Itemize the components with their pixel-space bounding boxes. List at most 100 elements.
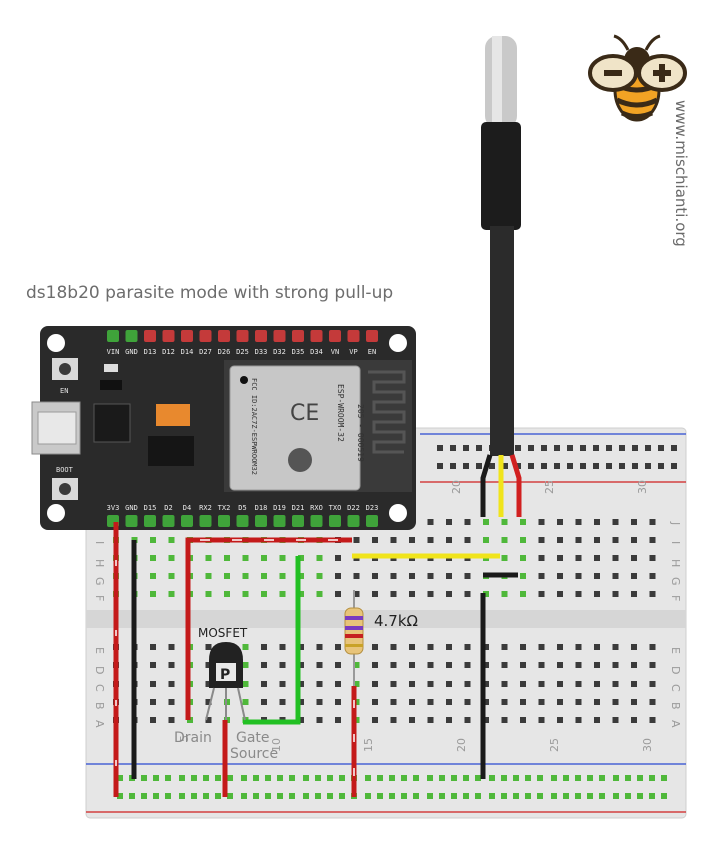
breadboard-hole [476,463,482,469]
breadboard-hole [205,591,212,597]
header-pin [144,330,156,342]
breadboard-hole [427,662,434,668]
breadboard-hole [353,537,360,543]
breadboard-hole [316,681,323,687]
breadboard-hole [631,591,637,597]
breadboard-hole [427,644,434,650]
breadboard-hole [658,445,664,451]
breadboard-hole [279,681,286,687]
breadboard-hole [501,662,508,668]
breadboard-hole [279,573,286,579]
breadboard-hole [501,644,508,650]
breadboard-hole [501,775,507,781]
breadboard-hole [612,717,619,723]
breadboard-hole [612,662,619,668]
breadboard-hole [277,775,283,781]
breadboard-hole [203,793,209,799]
header-pin [125,330,138,342]
breadboard-hole [339,793,345,799]
esp32-board: EN BOOT ESP-WROOM-32 205 - 000519 FCC ID… [31,326,416,530]
pin-label: D23 [366,504,379,512]
breadboard-hole [439,793,445,799]
header-pin [144,515,156,527]
breadboard-hole [205,681,212,687]
breadboard-hole [279,699,286,705]
breadboard-hole [224,573,230,579]
col-number-15: 15 [362,738,375,752]
breadboard-hole [489,775,495,781]
breadboard-hole [520,519,526,525]
breadboard-hole [537,775,543,781]
breadboard-hole [632,445,638,451]
breadboard-hole [141,793,147,799]
breadboard-hole [594,573,600,579]
wire-green-gate [243,556,301,725]
breadboard-hole [261,555,267,561]
breadboard-hole [150,681,156,687]
breadboard-hole [168,662,175,668]
pin-label: RX2 [199,504,212,512]
breadboard-hole [205,717,212,723]
breadboard-hole [227,775,233,781]
breadboard-hole [649,662,656,668]
header-pin [218,515,230,527]
breadboard-hole [528,463,534,469]
breadboard-hole [631,717,637,723]
breadboard-hole [645,445,651,451]
row-letter-g: G [93,577,106,586]
breadboard-hole [335,573,341,579]
breadboard-hole [129,793,135,799]
resistor-label: 4.7kΩ [374,612,418,630]
breadboard-hole [637,793,643,799]
breadboard-hole [649,537,656,543]
header-pin [310,330,323,342]
breadboard-hole [463,463,469,469]
pin-label-source: Source [230,746,278,762]
breadboard-hole [261,662,267,668]
breadboard-hole [463,775,469,781]
breadboard-hole [464,662,471,668]
breadboard-hole [168,681,175,687]
breadboard-hole [520,537,526,543]
diagram-title: ds18b20 parasite mode with strong pull-u… [26,283,394,303]
header-pin [255,330,267,342]
breadboard-hole [594,519,600,525]
breadboard-hole [557,555,563,561]
breadboard-hole [515,463,521,469]
module-name: ESP-WROOM-32 [336,384,345,442]
breadboard-hole [298,555,304,561]
breadboard-hole [215,793,221,799]
breadboard-hole [464,699,471,705]
breadboard-hole [427,591,434,597]
header-pin [181,330,193,342]
breadboard-hole [606,445,612,451]
module-fcc: FCC ID:2AC7Z-ESPWROOM32 [250,378,258,475]
pin-label: RXO [310,504,323,512]
breadboard-hole [437,463,443,469]
breadboard-hole [450,463,456,469]
pin-label: D5 [238,504,246,512]
breadboard-hole [390,717,397,723]
pin-label: D12 [162,348,175,356]
breadboard-hole [409,644,415,650]
breadboard-hole [613,793,619,799]
breadboard-hole [298,591,304,597]
breadboard-hole [409,681,415,687]
breadboard-hole [637,775,643,781]
breadboard-hole [645,463,651,469]
header-pin [310,515,323,527]
breadboard-hole [538,717,545,723]
breadboard-hole [599,793,605,799]
breadboard-hole [594,662,600,668]
breadboard-hole [279,591,286,597]
breadboard-hole [575,537,582,543]
breadboard-hole [446,644,452,650]
col-number-5: 5 [178,735,191,742]
breadboard-hole [557,591,563,597]
breadboard-hole [649,699,656,705]
col-number-25-top: 25 [543,480,556,494]
row-letter-c-right: C [669,684,682,692]
breadboard-hole [265,793,271,799]
breadboard-hole [593,463,599,469]
breadboard-hole [316,717,323,723]
